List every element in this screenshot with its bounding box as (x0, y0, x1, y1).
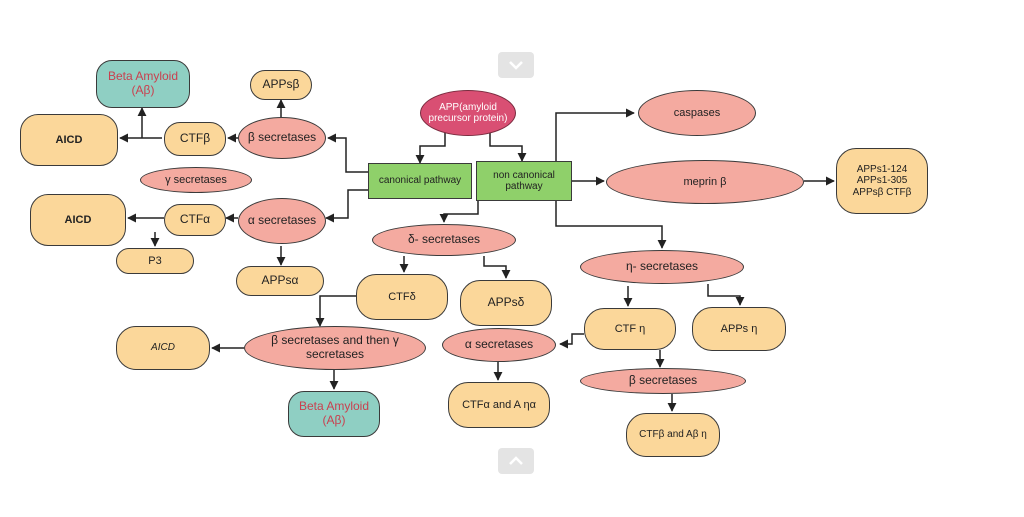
node-beta-then-gamma: β secretases and then γ secretases (244, 326, 426, 370)
node-app: APP(amyloid precursor protein) (420, 90, 516, 136)
node-meprin-beta: meprin β (606, 160, 804, 204)
arrow-delta-appsd (484, 256, 506, 278)
node-p3: P3 (116, 248, 194, 274)
arrow-noncanonical-eta (556, 200, 662, 248)
node-ctf-delta: CTFδ (356, 274, 448, 320)
node-beta-secretases-left: β secretases (238, 117, 326, 159)
node-alpha-secretases-left: α secretases (238, 198, 326, 244)
node-caspases: caspases (638, 90, 756, 136)
node-apps-beta-top: APPsβ (250, 70, 312, 100)
arrow-ctfd-btg (320, 296, 356, 326)
arrow-noncanonical-caspases (556, 113, 634, 162)
node-ctf-alpha: CTFα (164, 204, 226, 236)
arrow-canonical-beta (328, 138, 368, 172)
node-canonical-pathway: canonical pathway (368, 163, 472, 199)
arrow-canonical-alpha (326, 190, 368, 218)
node-apps-delta: APPsδ (460, 280, 552, 326)
node-apps-alpha: APPsα (236, 266, 324, 296)
arrow-eta-appseta (708, 284, 740, 305)
node-delta-secretases: δ- secretases (372, 224, 516, 256)
node-ctf-alpha-a-eta-alpha: CTFα and A ηα (448, 382, 550, 428)
arrow-app-noncanonical (490, 132, 522, 161)
node-beta-secretases-right: β secretases (580, 368, 746, 394)
node-ctf-eta: CTF η (584, 308, 676, 350)
chevron-up-icon (508, 456, 524, 466)
arrow-ctfeta-alpha (560, 334, 584, 344)
node-aicd-top: AICD (20, 114, 118, 166)
node-aicd-bottom: AICD (116, 326, 210, 370)
node-alpha-secretases-mid: α secretases (442, 328, 556, 362)
node-beta-amyloid-top: Beta Amyloid (Aβ) (96, 60, 190, 108)
node-gamma-secretases-left: γ secretases (140, 167, 252, 193)
chevron-down-icon (508, 60, 524, 70)
arrow-app-canonical (420, 132, 445, 163)
node-meprin-products: APPs1-124 APPs1-305 APPsβ CTFβ (836, 148, 928, 214)
node-ctf-beta: CTFβ (164, 122, 226, 156)
node-non-canonical-pathway: non canonical pathway (476, 161, 572, 201)
scroll-down-button[interactable] (498, 52, 534, 78)
scroll-up-button[interactable] (498, 448, 534, 474)
arrow-noncanonical-delta (444, 198, 478, 222)
node-apps-eta: APPs η (692, 307, 786, 351)
node-eta-secretases: η- secretases (580, 250, 744, 284)
node-aicd-mid: AICD (30, 194, 126, 246)
node-ctf-beta-a-beta-eta: CTFβ and Aβ η (626, 413, 720, 457)
node-beta-amyloid-bottom: Beta Amyloid (Aβ) (288, 391, 380, 437)
